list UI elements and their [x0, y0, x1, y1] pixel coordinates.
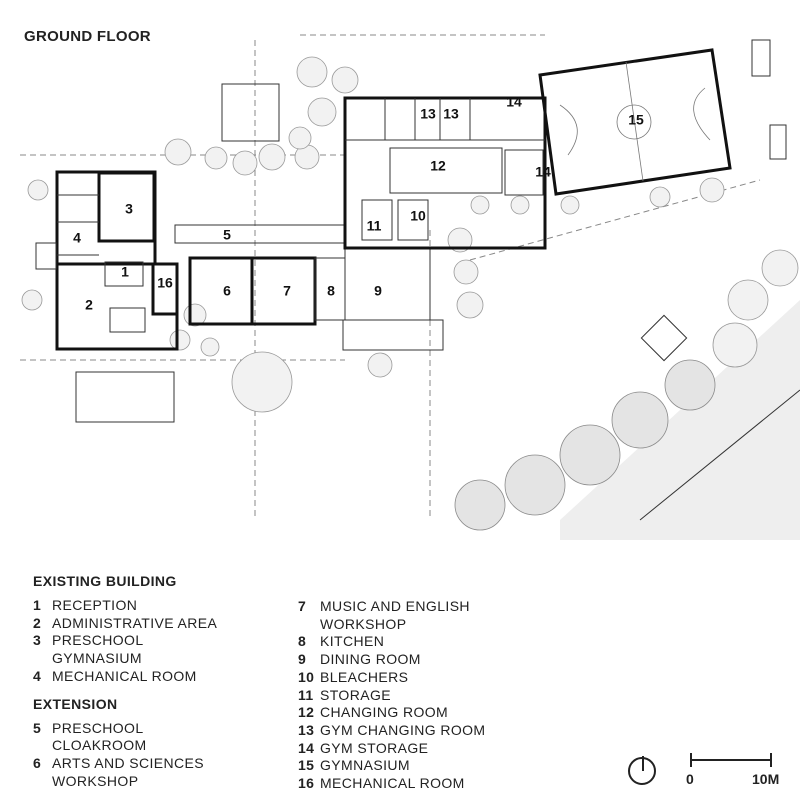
- room-label-12: 12: [430, 158, 446, 174]
- scale-bar-line: [690, 759, 772, 761]
- room-label-9: 9: [374, 283, 382, 299]
- legend-item: 12 CHANGING ROOM: [298, 704, 538, 722]
- legend-extension-heading: EXTENSION: [33, 695, 118, 712]
- legend-number: 10: [298, 668, 315, 685]
- legend-number: 6: [33, 754, 42, 771]
- room-label-11: 11: [367, 218, 382, 234]
- legend-item: 5 PRESCHOOL CLOAKROOM: [33, 720, 273, 755]
- existing-building: [35, 170, 179, 351]
- legend-label: RECEPTION: [52, 597, 138, 613]
- scale-bar: [690, 753, 772, 767]
- legend-number: 2: [33, 614, 42, 631]
- legend-number: 16: [298, 775, 315, 792]
- legend-number: 12: [298, 704, 315, 721]
- room-label-14b: 14: [535, 164, 551, 180]
- legend-right-column: 7 MUSIC AND ENGLISH WORKSHOP 8 KITCHEN 9 DI…: [298, 598, 538, 793]
- room-label-15: 15: [628, 112, 644, 128]
- room-label-8: 8: [327, 283, 335, 299]
- room-label-13a: 13: [420, 106, 436, 122]
- plan-title: GROUND FLOOR: [24, 28, 151, 45]
- legend-label: GYM CHANGING ROOM: [320, 721, 486, 738]
- room-label-1: 1: [121, 264, 129, 280]
- legend-number: 3: [33, 632, 42, 649]
- legend-item: 9 DINING ROOM: [298, 651, 538, 669]
- legend-number: 1: [33, 597, 42, 613]
- legend-item: 8 KITCHEN: [298, 633, 538, 651]
- legend-label: MUSIC AND ENGLISH WORKSHOP: [320, 598, 470, 632]
- room-label-13b: 13: [443, 106, 459, 122]
- legend-left-column: EXISTING BUILDING 1 RECEPTION 2 ADMINISTRA…: [33, 573, 273, 790]
- legend-item: 4 MECHANICAL ROOM: [33, 668, 273, 686]
- legend-label: PRESCHOOL CLOAKROOM: [52, 719, 147, 754]
- legend-number: 15: [298, 757, 315, 774]
- legend-item: 15 GYMNASIUM: [298, 757, 538, 775]
- legend-label: GYM STORAGE: [320, 739, 429, 756]
- legend-label: MECHANICAL ROOM: [52, 667, 197, 684]
- north-arrow-icon: [628, 756, 656, 785]
- site-context: [20, 34, 800, 540]
- legend-item: 13 GYM CHANGING ROOM: [298, 722, 538, 740]
- room-label-16: 16: [157, 275, 173, 291]
- legend-item: 14 GYM STORAGE: [298, 740, 538, 758]
- legend-label: CHANGING ROOM: [320, 704, 449, 721]
- legend-label: ADMINISTRATIVE AREA: [52, 614, 218, 631]
- legend-item: 3 PRESCHOOL GYMNASIUM: [33, 632, 273, 667]
- legend-item: 10 BLEACHERS: [298, 669, 538, 687]
- room-label-6: 6: [223, 283, 231, 299]
- extension-building: [174, 96, 547, 351]
- legend-label: GYMNASIUM: [320, 757, 410, 774]
- room-label-4: 4: [73, 230, 81, 246]
- legend-label: DINING ROOM: [320, 651, 421, 668]
- legend-item: 1 RECEPTION: [33, 597, 273, 615]
- room-labels: 1 2 3 4 5 6 7 8 9 10 11 12 13 13 14 14 1…: [73, 94, 644, 313]
- floor-plan: 1 2 3 4 5 6 7 8 9 10 11 12 13 13 14 14 1…: [20, 34, 800, 540]
- legend-existing-heading: EXISTING BUILDING: [33, 573, 177, 589]
- legend-number: 5: [33, 719, 42, 736]
- legend-label: MECHANICAL ROOM: [320, 775, 465, 792]
- legend-item: 16 MECHANICAL ROOM: [298, 775, 538, 793]
- gymnasium-block: [538, 48, 732, 196]
- legend-number: 9: [298, 651, 307, 668]
- legend-label: BLEACHERS: [320, 668, 409, 685]
- room-label-5: 5: [223, 227, 231, 243]
- legend-number: 4: [33, 667, 42, 684]
- legend-label: ARTS AND SCIENCES WORKSHOP: [52, 754, 205, 789]
- trees: [21, 56, 799, 531]
- room-label-14a: 14: [506, 94, 522, 110]
- room-label-7: 7: [283, 283, 291, 299]
- room-label-10: 10: [410, 208, 426, 224]
- legend-item: 7 MUSIC AND ENGLISH WORKSHOP: [298, 598, 538, 633]
- legend-number: 8: [298, 633, 307, 650]
- legend-number: 7: [298, 598, 307, 614]
- legend-label: STORAGE: [320, 686, 392, 703]
- legend-number: 11: [298, 686, 314, 703]
- legend-number: 13: [298, 721, 315, 738]
- legend-number: 14: [298, 739, 315, 756]
- scale-label-zero: 0: [686, 771, 694, 787]
- scale-bar-tick: [770, 753, 772, 767]
- room-label-3: 3: [125, 201, 133, 217]
- legend-item: 2 ADMINISTRATIVE AREA: [33, 615, 273, 633]
- scale-bar-tick: [690, 753, 692, 767]
- legend-label: KITCHEN: [320, 633, 385, 650]
- scale-label-ten: 10M: [752, 771, 780, 787]
- room-label-2: 2: [85, 297, 93, 313]
- legend-label: PRESCHOOL GYMNASIUM: [52, 632, 144, 667]
- legend-item: 11 STORAGE: [298, 687, 538, 705]
- legend-item: 6 ARTS AND SCIENCES WORKSHOP: [33, 755, 273, 790]
